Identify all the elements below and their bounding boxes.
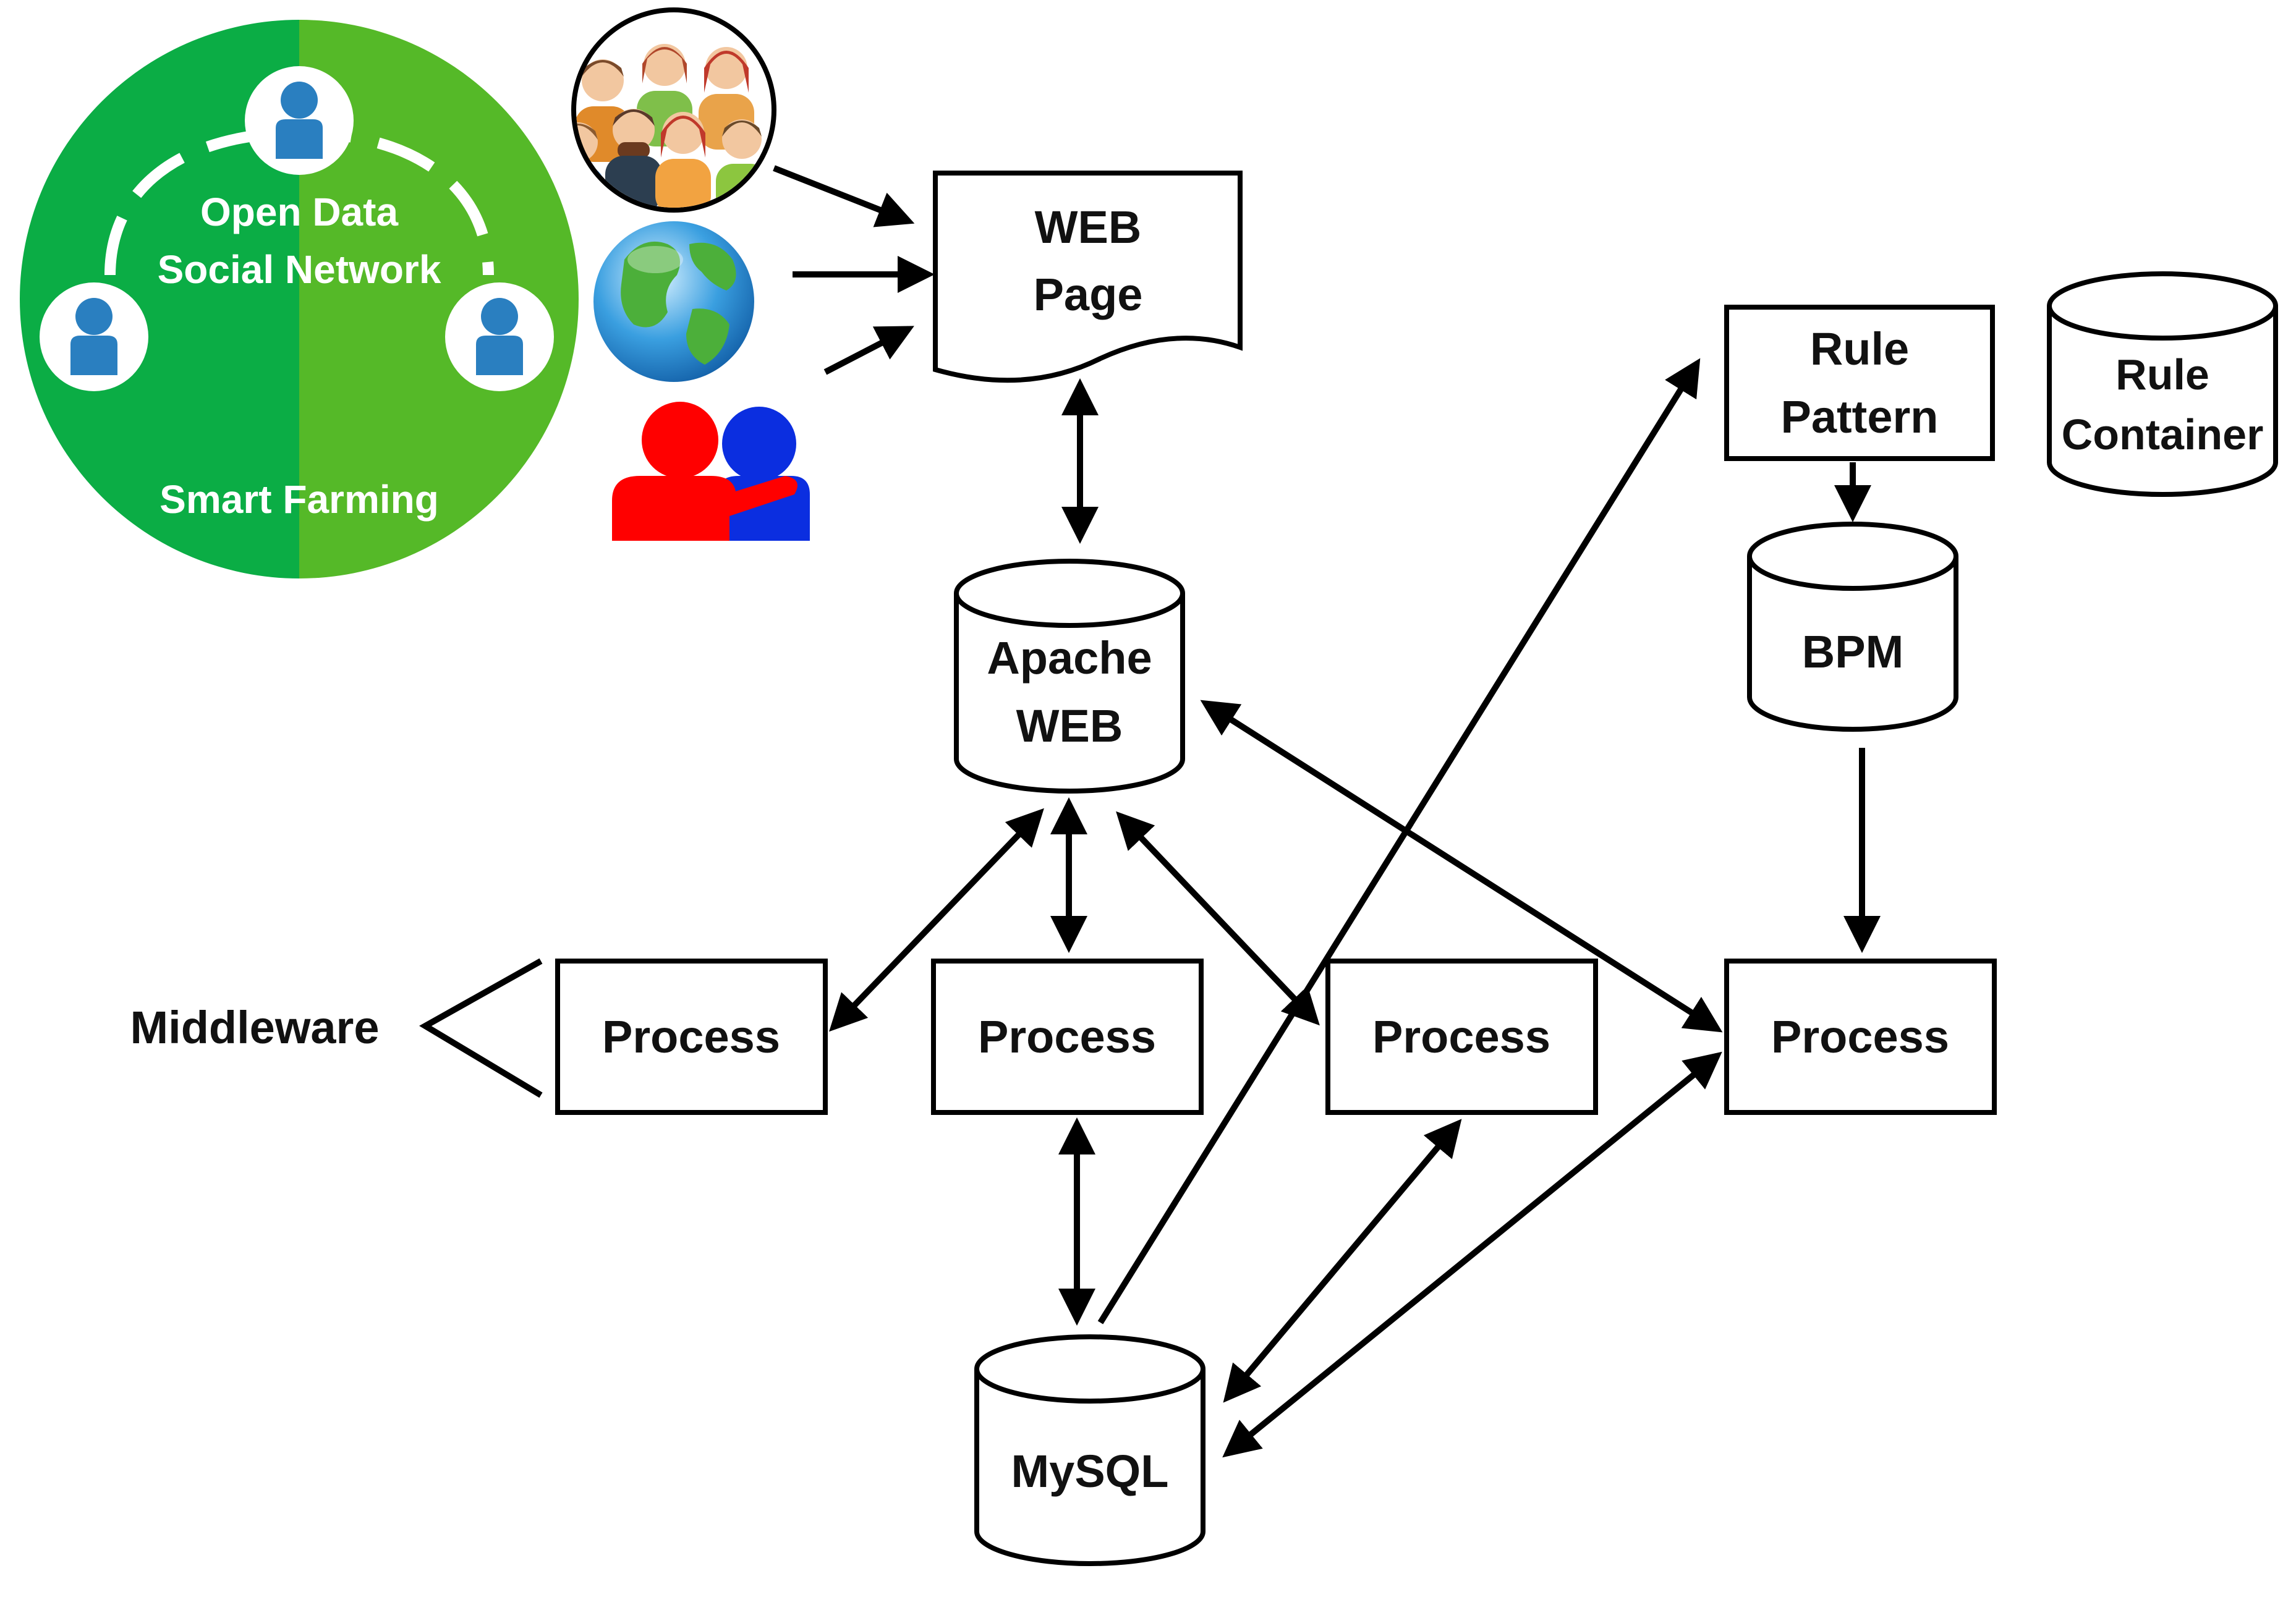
mysql-label: MySQL [1011,1446,1169,1497]
rule-pattern-node: Rule Pattern [1724,305,1995,461]
middleware-bracket [419,958,543,1098]
process-label: Process [978,1011,1156,1062]
apache-web-cylinder: Apache WEB [954,559,1185,794]
arrow-mysql-rulepattern [1097,358,1701,1324]
open-data-circle: Open Data Social Network Smart Farming [20,20,579,578]
process-box: Process [1724,959,1997,1115]
web-page-label-line2: Page [1034,269,1143,320]
arrow-mysql-process4 [1222,1051,1722,1458]
process-box: Process [555,959,828,1115]
arrow-apache-process1 [829,808,1044,1032]
two-people-hugging-icon [612,402,810,541]
middleware-label: Middleware [130,1002,380,1053]
process-label: Process [602,1011,780,1062]
rule-container-label-line1: Rule [2115,350,2209,399]
bpm-label: BPM [1802,626,1903,677]
rule-pattern-label-line2: Pattern [1781,391,1939,443]
user-icon [245,66,354,175]
apache-label-line1: Apache [987,632,1152,684]
connections [419,165,1881,1458]
circle-bottom-label: Smart Farming [159,477,439,522]
web-page-label-line1: WEB [1035,201,1142,253]
user-icon [445,282,554,391]
arrow-apache-process4 [1200,700,1723,1033]
process-label: Process [1771,1011,1949,1062]
user-icon [40,282,148,391]
arrow-crowd-to-webpage [773,165,915,227]
process-box: Process [931,959,1204,1115]
rule-pattern-label-line1: Rule [1810,323,1909,375]
bpm-cylinder: BPM [1747,522,1958,732]
process-box: Process [1325,959,1598,1115]
apache-label-line2: WEB [1016,700,1123,752]
circle-title-line2: Social Network [158,247,441,292]
arrow-people-to-webpage [823,326,914,375]
earth-globe-icon [593,221,754,382]
web-page-node: WEB Page [933,171,1243,383]
mysql-cylinder: MySQL [974,1334,1205,1566]
circle-title-line1: Open Data [200,190,398,234]
process-label: Process [1372,1011,1550,1062]
crowd-of-people-icon [571,7,776,213]
rule-container-label-line2: Container [2062,410,2264,459]
rule-container-cylinder: Rule Container [2047,271,2278,497]
